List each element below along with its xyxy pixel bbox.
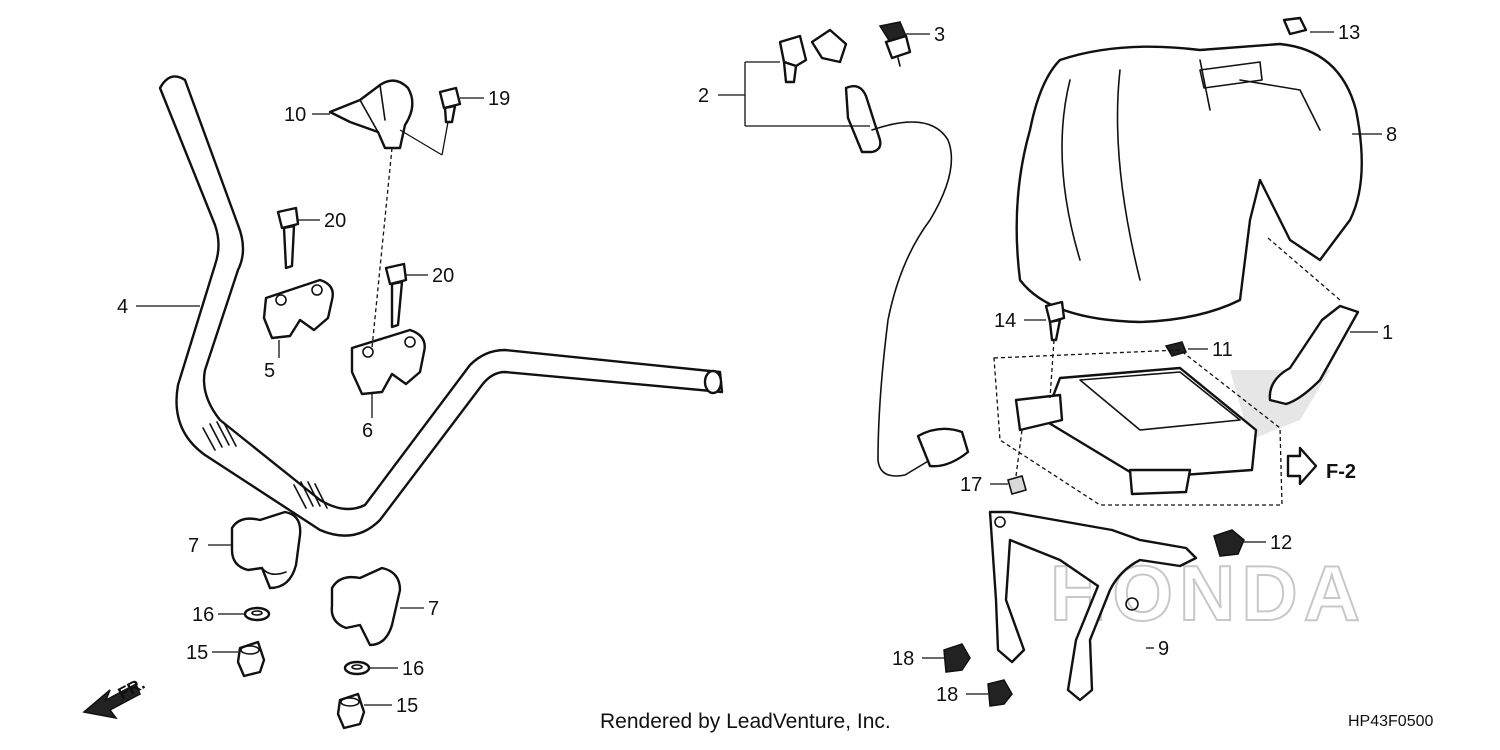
callout-19: 19	[488, 88, 510, 110]
callout-17: 17	[960, 474, 982, 496]
callout-14: 14	[994, 310, 1016, 332]
nut-part-18-upper[interactable]	[943, 643, 971, 673]
reference-label: F-2	[1326, 461, 1356, 483]
washer-part-16-left[interactable]	[243, 606, 271, 622]
reference-arrow-f2: F-2	[1286, 446, 1356, 486]
diagram-code: HP43F0500	[1348, 713, 1434, 730]
callout-16-left: 16	[192, 604, 214, 626]
callout-1: 1	[1382, 322, 1393, 344]
bolt-part-19[interactable]	[438, 86, 462, 124]
callouts: 1 2 3 4 5 6 7 7 8 9 10 11 12 13 14 15 15…	[117, 22, 1397, 717]
bolt-part-14[interactable]	[1044, 300, 1066, 342]
callout-5: 5	[264, 360, 275, 382]
control-unit[interactable]	[993, 349, 1283, 506]
front-direction-arrow: FR.	[82, 674, 148, 720]
holder-upper-part-6[interactable]	[350, 328, 426, 396]
nut-part-17[interactable]	[1007, 475, 1027, 495]
callout-15-left: 15	[186, 642, 208, 664]
bolt-part-20-upper[interactable]	[276, 206, 300, 270]
handlebar-part-4[interactable]	[158, 75, 724, 537]
callout-11: 11	[1212, 339, 1233, 361]
clip-part-11[interactable]	[1164, 341, 1188, 357]
callout-6: 6	[362, 420, 373, 442]
callout-4: 4	[117, 296, 128, 318]
washer-part-16-right[interactable]	[343, 660, 371, 676]
cover-part-8[interactable]	[1015, 42, 1363, 324]
callout-13: 13	[1338, 22, 1360, 44]
callout-12: 12	[1270, 532, 1292, 554]
callout-18-lower: 18	[936, 684, 958, 706]
bracket-part-10[interactable]	[328, 79, 414, 150]
nut-part-15-left[interactable]	[236, 640, 266, 678]
nut-part-15-right[interactable]	[336, 692, 366, 730]
callout-3: 3	[934, 24, 945, 46]
clip-part-3[interactable]	[878, 21, 912, 67]
switch-assembly-part-2[interactable]	[778, 28, 970, 477]
callout-16-right: 16	[402, 658, 424, 680]
holder-lower-part-7-left[interactable]	[230, 510, 302, 590]
holder-upper-part-5[interactable]	[262, 278, 334, 340]
stay-part-9[interactable]	[988, 510, 1198, 702]
callout-7-right: 7	[428, 598, 439, 620]
holder-lower-part-7-right[interactable]	[330, 566, 402, 647]
callout-18-upper: 18	[892, 648, 914, 670]
callout-10: 10	[284, 104, 306, 126]
handlebar-knurl-upper	[202, 421, 237, 451]
callout-9: 9	[1158, 638, 1169, 660]
grommet-part-12[interactable]	[1213, 529, 1245, 557]
callout-2: 2	[698, 85, 709, 107]
hose-part-1[interactable]	[1268, 304, 1360, 406]
callout-20-upper: 20	[324, 210, 346, 232]
bolt-part-20-lower[interactable]	[384, 262, 408, 329]
nut-part-18-lower[interactable]	[987, 679, 1013, 707]
handlebar-knurl-lower	[293, 481, 328, 509]
callout-15-right: 15	[396, 695, 418, 717]
render-credit: Rendered by LeadVenture, Inc.	[600, 710, 891, 733]
leader-lines	[136, 31, 1382, 706]
callout-8: 8	[1386, 124, 1397, 146]
callout-7-left: 7	[188, 535, 199, 557]
clip-part-13[interactable]	[1282, 16, 1308, 36]
callout-20-lower: 20	[432, 265, 454, 287]
